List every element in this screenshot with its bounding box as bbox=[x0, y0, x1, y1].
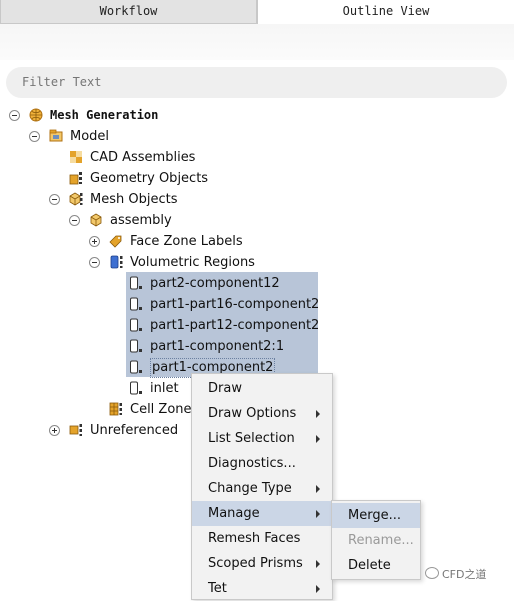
tree-item-cad-assemblies[interactable]: CAD Assemblies bbox=[0, 147, 300, 168]
tree-label: Volumetric Regions bbox=[130, 255, 255, 270]
tab-workflow[interactable]: Workflow bbox=[0, 0, 257, 24]
region-icon bbox=[130, 381, 142, 395]
unreferenced-icon bbox=[69, 424, 82, 436]
tree-label: part1-component2:1 bbox=[150, 339, 285, 354]
tree-item-geometry-objects[interactable]: Geometry Objects bbox=[0, 168, 300, 189]
submenu-item-rename: Rename... bbox=[332, 528, 420, 553]
tree-item-volumetric-regions[interactable]: Volumetric Regions bbox=[0, 252, 300, 273]
submenu-arrow-icon bbox=[316, 485, 320, 493]
tree-label: assembly bbox=[110, 213, 172, 228]
menu-item-label: Scoped Prisms bbox=[208, 556, 303, 571]
watermark-text: CFD之道 bbox=[442, 568, 487, 581]
tree-item-region[interactable]: part1-part12-component2 bbox=[0, 315, 320, 336]
tree-item-region[interactable]: part1-component2:1 bbox=[0, 336, 320, 357]
tree-label: part1-part12-component2 bbox=[150, 318, 320, 333]
tree-item-face-zone-labels[interactable]: Face Zone Labels bbox=[0, 231, 300, 252]
collapse-toggle[interactable] bbox=[9, 110, 20, 121]
menu-item-change-type[interactable]: Change Type bbox=[192, 476, 332, 501]
menu-item-label: Draw Options bbox=[208, 406, 297, 421]
tree-label: Cell Zones bbox=[130, 402, 199, 417]
wechat-icon bbox=[425, 567, 439, 579]
label-tag-icon bbox=[109, 235, 122, 248]
submenu-arrow-icon bbox=[316, 435, 320, 443]
region-icon bbox=[130, 339, 142, 353]
menu-item-diagnostics[interactable]: Diagnostics... bbox=[192, 451, 332, 476]
menu-item-label: Merge... bbox=[348, 508, 401, 523]
submenu-arrow-icon bbox=[316, 410, 320, 418]
tree-label: Mesh Generation bbox=[50, 108, 159, 122]
menu-item-label: Manage bbox=[208, 506, 260, 521]
watermark: CFD之道 bbox=[425, 566, 486, 582]
tree-label: Mesh Objects bbox=[90, 192, 178, 207]
menu-item-draw[interactable]: Draw bbox=[192, 376, 332, 401]
tree-item-unreferenced[interactable]: Unreferenced bbox=[0, 420, 191, 441]
tree-label: inlet bbox=[150, 381, 179, 396]
submenu-arrow-icon bbox=[316, 560, 320, 568]
expand-toggle[interactable] bbox=[49, 425, 60, 436]
tree-item-model[interactable]: Model bbox=[0, 126, 300, 147]
menu-item-list-selection[interactable]: List Selection bbox=[192, 426, 332, 451]
region-icon bbox=[130, 297, 142, 311]
submenu-arrow-icon bbox=[316, 510, 320, 518]
tree-item-mesh-objects[interactable]: Mesh Objects bbox=[0, 189, 300, 210]
menu-item-tet[interactable]: Tet bbox=[192, 576, 332, 601]
collapse-toggle[interactable] bbox=[29, 131, 40, 142]
tree-item-region[interactable]: part2-component12 bbox=[0, 273, 320, 294]
menu-item-draw-options[interactable]: Draw Options bbox=[192, 401, 332, 426]
menu-item-label: Draw bbox=[208, 381, 242, 396]
tree-item-region[interactable]: part1-part16-component2 bbox=[0, 294, 320, 315]
tree-label: CAD Assemblies bbox=[90, 150, 196, 165]
collapse-toggle[interactable] bbox=[69, 215, 80, 226]
filter-input[interactable] bbox=[6, 67, 507, 98]
menu-item-manage[interactable]: Manage bbox=[192, 501, 332, 526]
model-icon bbox=[49, 129, 63, 142]
volumetric-regions-icon bbox=[110, 255, 123, 269]
menu-item-label: Tet bbox=[208, 581, 227, 596]
view-tabs: Workflow Outline View bbox=[0, 0, 514, 24]
tree-label: Geometry Objects bbox=[90, 171, 209, 186]
collapse-toggle[interactable] bbox=[49, 194, 60, 205]
context-menu: Draw Draw Options List Selection Diagnos… bbox=[191, 373, 333, 600]
cube-icon bbox=[90, 213, 102, 227]
tree-label: Face Zone Labels bbox=[130, 234, 243, 249]
geometry-objects-icon bbox=[69, 172, 82, 185]
region-icon bbox=[130, 318, 142, 332]
manage-submenu: Merge... Rename... Delete bbox=[331, 500, 421, 580]
menu-item-scoped-prisms[interactable]: Scoped Prisms bbox=[192, 551, 332, 576]
globe-icon bbox=[29, 108, 43, 122]
tree-label: part2-component12 bbox=[150, 276, 280, 291]
tree-item-mesh-generation[interactable]: Mesh Generation bbox=[0, 105, 300, 126]
tree-label: Unreferenced bbox=[90, 423, 179, 438]
tree-label: Model bbox=[70, 129, 110, 144]
region-icon bbox=[130, 276, 142, 290]
selection-highlight bbox=[126, 272, 318, 377]
toolbar-band bbox=[0, 24, 514, 60]
tree-label: part1-part16-component2 bbox=[150, 297, 320, 312]
submenu-item-delete[interactable]: Delete bbox=[332, 553, 420, 578]
mesh-objects-icon bbox=[69, 192, 83, 206]
submenu-arrow-icon bbox=[316, 585, 320, 593]
menu-item-label: Remesh Faces bbox=[208, 531, 301, 546]
menu-item-remesh-faces[interactable]: Remesh Faces bbox=[192, 526, 332, 551]
collapse-toggle[interactable] bbox=[89, 257, 100, 268]
menu-item-label: Change Type bbox=[208, 481, 292, 496]
cad-assemblies-icon bbox=[70, 151, 82, 163]
expand-toggle[interactable] bbox=[89, 236, 100, 247]
cell-zones-icon bbox=[109, 402, 122, 416]
tree-item-assembly[interactable]: assembly bbox=[0, 210, 300, 231]
region-icon bbox=[130, 360, 142, 374]
tree-item-cell-zones[interactable]: Cell Zones bbox=[0, 399, 198, 420]
tab-outline-view[interactable]: Outline View bbox=[257, 0, 514, 24]
menu-item-label: Rename... bbox=[348, 533, 414, 548]
submenu-item-merge[interactable]: Merge... bbox=[332, 503, 420, 528]
menu-item-label: Delete bbox=[348, 558, 391, 573]
tree-item-region[interactable]: inlet bbox=[0, 378, 200, 399]
menu-item-label: Diagnostics... bbox=[208, 456, 296, 471]
menu-item-label: List Selection bbox=[208, 431, 295, 446]
